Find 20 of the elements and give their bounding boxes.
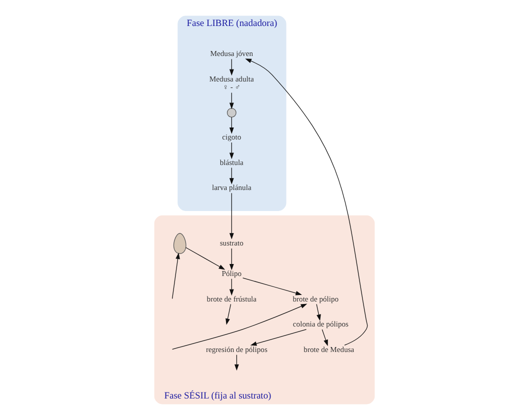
- arrow: [172, 252, 180, 299]
- arrow: [250, 329, 307, 346]
- arrow: [322, 329, 328, 346]
- arrow: [229, 167, 234, 184]
- arrow: [229, 192, 234, 240]
- arrow: [229, 116, 234, 134]
- arrow: [229, 248, 234, 270]
- arrow: [234, 354, 239, 371]
- arrow: [229, 278, 234, 296]
- node-picture: [173, 233, 186, 254]
- arrow: [245, 58, 368, 346]
- arrow: [229, 142, 234, 160]
- arrow: [316, 304, 321, 321]
- arrow: [229, 92, 234, 110]
- node-circle: [226, 108, 236, 118]
- arrow: [242, 278, 302, 296]
- arrow: [226, 304, 232, 325]
- arrow: [229, 58, 234, 76]
- arrow: [172, 304, 308, 350]
- arrow: [185, 247, 226, 270]
